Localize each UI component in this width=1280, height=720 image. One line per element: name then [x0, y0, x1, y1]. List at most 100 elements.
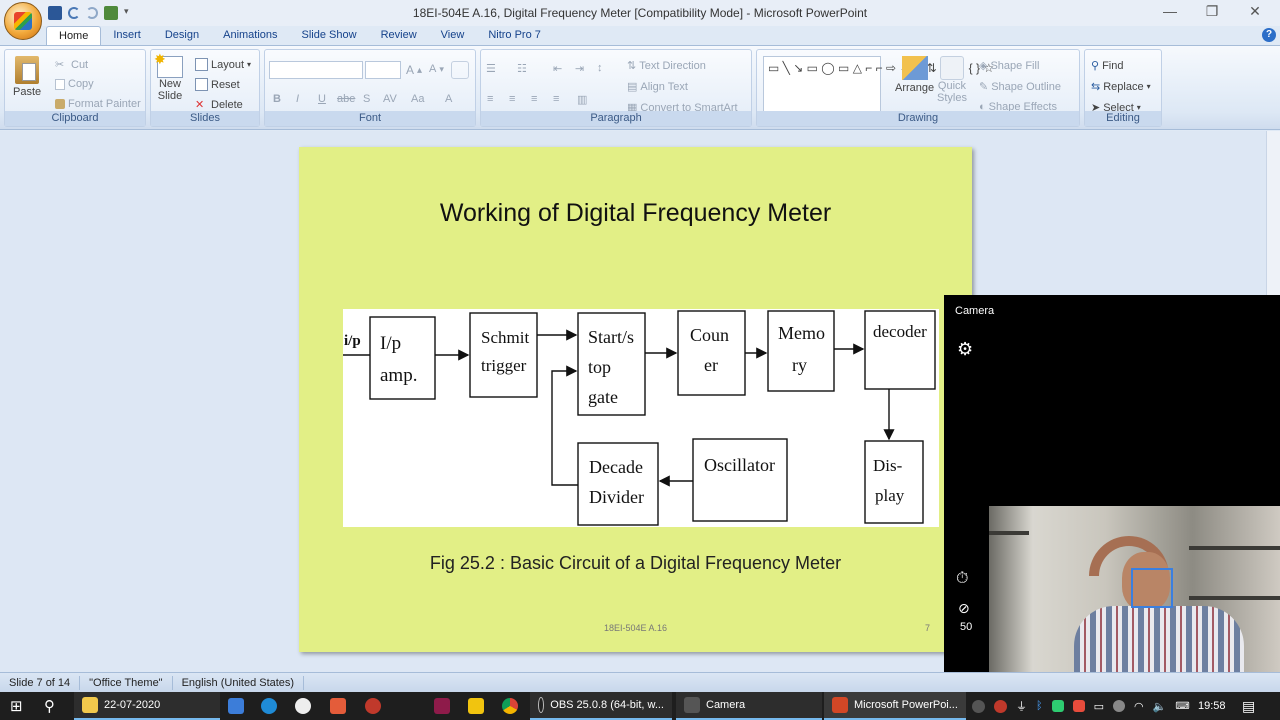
- burst-icon[interactable]: ⊘: [958, 600, 970, 616]
- select-button[interactable]: ➤Select▾: [1091, 101, 1141, 115]
- character-spacing-icon[interactable]: AV: [383, 93, 397, 105]
- shrink-font-icon[interactable]: A▾: [429, 63, 444, 75]
- tray-app-2-icon[interactable]: [1051, 700, 1064, 712]
- align-text-button[interactable]: ▤Align Text: [627, 80, 688, 94]
- convert-smartart-button[interactable]: ▦Convert to SmartArt: [627, 101, 738, 115]
- status-language[interactable]: English (United States): [173, 675, 305, 690]
- antivirus-icon[interactable]: [1072, 700, 1085, 712]
- align-center-icon[interactable]: ≡: [509, 93, 516, 105]
- tab-home[interactable]: Home: [46, 26, 102, 46]
- taskbar-obs[interactable]: OBS 25.0.8 (64-bit, w...: [530, 692, 672, 720]
- start-button[interactable]: ⊞: [10, 692, 23, 720]
- search-button[interactable]: ⚲: [44, 692, 55, 720]
- clear-formatting-icon[interactable]: [451, 61, 469, 79]
- align-right-icon[interactable]: ≡: [531, 93, 538, 105]
- copy-button[interactable]: Copy: [55, 78, 94, 90]
- shape-effects-button[interactable]: ◐Shape Effects: [979, 101, 1057, 113]
- columns-icon[interactable]: ▥: [577, 94, 588, 106]
- font-name-dropdown[interactable]: [269, 61, 363, 79]
- tray-app-3-icon[interactable]: [1113, 700, 1126, 712]
- shapes-gallery[interactable]: ▭ ╲ ↘ ▭ ◯ ▭ △ ⌐ ⌐ ⇨ ⇩ ⬡ ⇅ ⌒ ∿ { } ☆: [763, 56, 994, 114]
- reset-button[interactable]: Reset: [195, 78, 240, 91]
- tab-review[interactable]: Review: [380, 29, 417, 41]
- gear-icon[interactable]: ⚙: [957, 339, 974, 359]
- bold-button[interactable]: B: [273, 93, 281, 105]
- text-direction-button[interactable]: ⇅Text Direction: [627, 59, 706, 73]
- arrange-button[interactable]: Arrange: [895, 56, 934, 94]
- cut-button[interactable]: ✂Cut: [55, 58, 89, 72]
- underline-button[interactable]: U: [318, 93, 326, 105]
- notifications-icon[interactable]: ▤: [1242, 697, 1256, 714]
- font-size-dropdown[interactable]: [365, 61, 401, 79]
- clock[interactable]: 19:58: [1198, 700, 1226, 712]
- redo-icon[interactable]: [86, 7, 98, 19]
- taskbar-pinned-4[interactable]: [330, 692, 346, 720]
- increase-indent-icon[interactable]: ⇥: [575, 63, 585, 75]
- tray-app-icon[interactable]: [994, 699, 1007, 713]
- font-color-icon[interactable]: A: [445, 93, 453, 105]
- find-button[interactable]: ⚲Find: [1091, 59, 1123, 73]
- bluetooth-icon[interactable]: ᛒ: [1036, 700, 1043, 712]
- slideshow-icon[interactable]: [104, 6, 118, 20]
- numbering-icon[interactable]: ☷: [517, 63, 527, 75]
- tab-view[interactable]: View: [440, 29, 465, 41]
- current-slide[interactable]: Working of Digital Frequency Meter: [299, 147, 972, 652]
- decrease-indent-icon[interactable]: ⇤: [553, 63, 563, 75]
- taskbar-edge[interactable]: [261, 692, 277, 720]
- taskbar-folder[interactable]: 22-07-2020: [74, 692, 220, 720]
- block-diagram[interactable]: i/p I/p amp. Schmit trigger Start/s top …: [343, 309, 939, 527]
- minimize-button[interactable]: —: [1163, 3, 1177, 19]
- slide-title[interactable]: Working of Digital Frequency Meter: [439, 199, 832, 227]
- justify-icon[interactable]: ≡: [553, 93, 560, 105]
- grow-font-icon[interactable]: A▴: [406, 63, 423, 77]
- wifi-icon[interactable]: ◠: [1134, 700, 1144, 713]
- shape-outline-button[interactable]: ✎Shape Outline: [979, 80, 1061, 94]
- taskbar-pinned-3[interactable]: [295, 692, 311, 720]
- status-theme[interactable]: "Office Theme": [80, 675, 173, 690]
- undo-icon[interactable]: [68, 7, 80, 19]
- paste-button[interactable]: Paste: [13, 56, 41, 98]
- volume-icon[interactable]: 🔈: [1152, 700, 1167, 713]
- shadow-button[interactable]: S: [363, 93, 371, 105]
- usb-icon[interactable]: ⏚: [1016, 701, 1027, 713]
- tab-insert[interactable]: Insert: [113, 29, 141, 41]
- skype-icon[interactable]: [972, 699, 985, 713]
- change-case-icon[interactable]: Aa: [411, 93, 425, 105]
- language-icon[interactable]: ⌨: [1175, 700, 1190, 712]
- taskbar-pinned-1[interactable]: [228, 692, 244, 720]
- restore-button[interactable]: ❐: [1205, 3, 1219, 19]
- camera-window[interactable]: Camera ⚙ ⏱ ⊘ 50: [944, 295, 1280, 692]
- taskbar-powerpoint[interactable]: Microsoft PowerPoi...: [824, 692, 966, 720]
- strikethrough-button[interactable]: abe: [337, 93, 356, 105]
- new-slide-button[interactable]: ✸ New Slide: [154, 52, 183, 102]
- tab-animations[interactable]: Animations: [223, 29, 278, 41]
- timer-icon[interactable]: ⏱: [956, 570, 969, 587]
- italic-button[interactable]: I: [296, 93, 300, 105]
- taskbar-chrome[interactable]: [502, 692, 518, 720]
- taskbar-pinned-5[interactable]: [365, 692, 381, 720]
- cut-label: Cut: [71, 58, 89, 71]
- taskbar-camera[interactable]: Camera: [676, 692, 822, 720]
- figure-caption[interactable]: Fig 25.2 : Basic Circuit of a Digital Fr…: [429, 553, 842, 573]
- tab-design[interactable]: Design: [164, 29, 200, 41]
- customize-qat-icon[interactable]: ▾: [124, 6, 129, 16]
- taskbar-pinned-7[interactable]: [468, 692, 484, 720]
- help-icon[interactable]: ?: [1262, 28, 1276, 42]
- quick-access-toolbar: ▾: [48, 4, 132, 22]
- shape-fill-button[interactable]: ◈Shape Fill: [979, 59, 1039, 73]
- layout-button[interactable]: Layout▾: [195, 58, 251, 71]
- tab-nitro[interactable]: Nitro Pro 7: [488, 29, 541, 41]
- taskbar-pinned-6[interactable]: [434, 692, 450, 720]
- align-left-icon[interactable]: ≡: [487, 93, 494, 105]
- delete-slide-button[interactable]: ✕Delete: [195, 98, 243, 112]
- battery-icon[interactable]: ▭: [1093, 700, 1105, 713]
- replace-button[interactable]: ⇆Replace▾: [1091, 80, 1151, 94]
- bullets-icon[interactable]: ☰: [486, 63, 496, 75]
- close-button[interactable]: ✕: [1249, 3, 1261, 19]
- format-painter-button[interactable]: Format Painter: [55, 98, 141, 110]
- tab-slide-show[interactable]: Slide Show: [301, 29, 357, 41]
- save-icon[interactable]: [48, 6, 62, 20]
- office-button[interactable]: [4, 2, 42, 40]
- line-spacing-icon[interactable]: ↕: [597, 62, 603, 74]
